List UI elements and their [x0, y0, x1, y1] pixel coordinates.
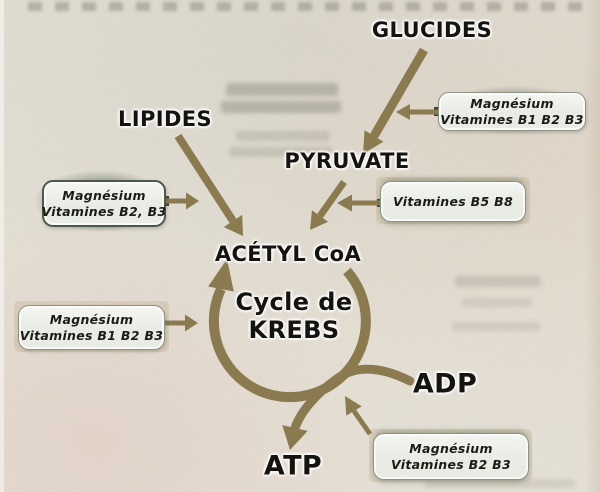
box-line: Magnésium	[409, 440, 493, 456]
arrow-pyruvate-to-acetyl	[317, 179, 347, 219]
box-line: Vitamines B1 B2 B3	[440, 111, 584, 127]
box-line: Magnésium	[62, 187, 146, 203]
box-magnesium-vitamines-b2b3-bottom: Magnésium Vitamines B2 B3	[373, 433, 529, 480]
label-atp: ATP	[263, 450, 323, 482]
arrow-box-bottom-right	[351, 409, 373, 436]
box-line: Magnésium	[470, 95, 554, 111]
arrow-adp-to-atp	[290, 364, 415, 433]
box-line: Vitamines B2, B3	[41, 203, 167, 219]
scan-edge-left	[0, 0, 4, 492]
arrow-glucides-to-pyruvate	[370, 47, 428, 139]
box-magnesium-vitamines-b1b2b3-lower: Magnésium Vitamines B1 B2 B3	[18, 305, 165, 350]
arrowhead-adp-to-atp	[282, 425, 308, 450]
box-line: Vitamines B5 B8	[393, 193, 513, 209]
label-glucides: GLUCIDES	[371, 18, 493, 42]
box-vitamines-b5b8: Vitamines B5 B8	[380, 181, 526, 222]
label-pyruvate: PYRUVATE	[284, 149, 410, 173]
arrowhead-box-mid-left	[186, 192, 199, 210]
scan-edge-right	[584, 0, 600, 492]
label-cycle-de-krebs: Cycle de KREBS	[235, 288, 352, 344]
box-magnesium-vitamines-b2b3-left: Magnésium Vitamines B2, B3	[42, 180, 166, 227]
box-line: Vitamines B2 B3	[391, 456, 511, 472]
arrowhead-box-lower-left	[185, 314, 198, 332]
label-adp: ADP	[412, 368, 478, 400]
box-line: Vitamines B1 B2 B3	[19, 327, 164, 343]
label-lipides: LIPIDES	[117, 107, 213, 131]
box-magnesium-vitamines-b1b2b3-top: Magnésium Vitamines B1 B2 B3	[438, 92, 586, 131]
label-cycle-line2: KREBS	[248, 316, 340, 344]
label-cycle-line1: Cycle de	[235, 288, 353, 316]
box-line: Magnésium	[49, 311, 134, 327]
label-acetyl-coa: ACÉTYL CoA	[214, 242, 362, 266]
arrowhead-box-top-right	[396, 104, 410, 120]
arrowhead-box-mid-right	[337, 194, 352, 212]
